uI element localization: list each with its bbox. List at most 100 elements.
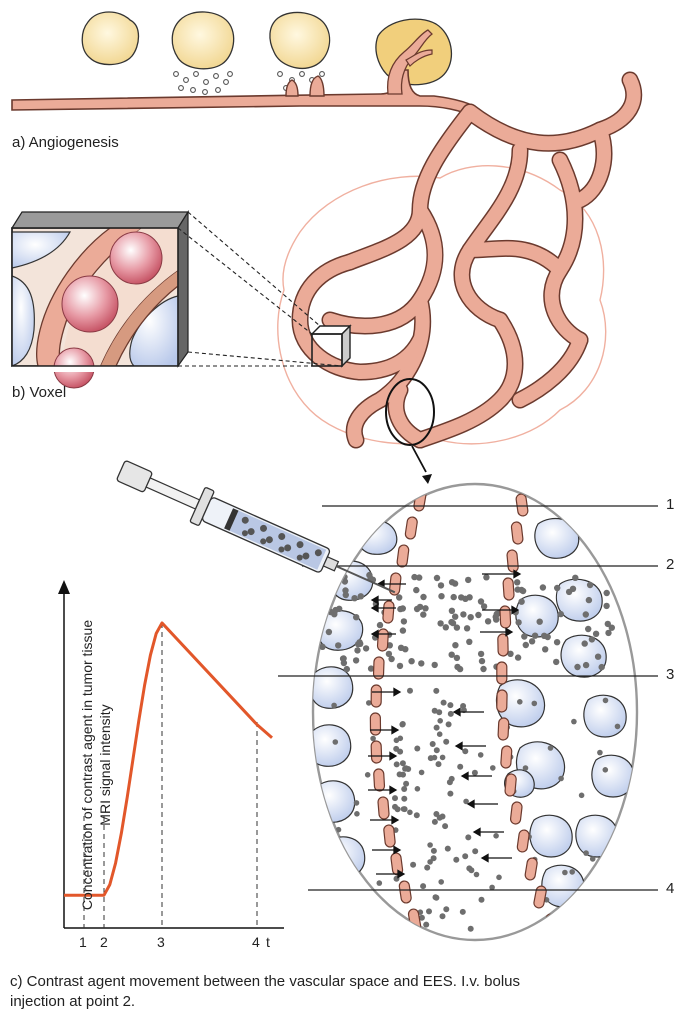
contrast-particle xyxy=(353,614,359,620)
contrast-particle xyxy=(358,593,364,599)
contrast-particle xyxy=(447,702,453,708)
contrast-particle xyxy=(457,666,463,672)
label-angiogenesis: a) Angiogenesis xyxy=(12,134,119,151)
point-label-1: 1 xyxy=(666,496,674,513)
vessel-wall-segment xyxy=(503,578,515,601)
contrast-particle xyxy=(408,658,414,664)
contrast-particle xyxy=(583,662,589,668)
contrast-particle xyxy=(430,741,436,747)
contrast-particle xyxy=(344,666,350,672)
contrast-particle xyxy=(490,765,496,771)
contrast-particle xyxy=(465,834,471,840)
y-label-line2: MRI signal intensity xyxy=(96,615,114,915)
contrast-particle xyxy=(441,700,447,706)
contrast-particle xyxy=(452,642,458,648)
contrast-particle xyxy=(449,608,455,614)
contrast-particle xyxy=(353,657,359,663)
contrast-particle xyxy=(582,640,588,646)
contrast-particle xyxy=(370,736,376,742)
contrast-particle xyxy=(394,761,400,767)
contrast-particle xyxy=(333,739,339,745)
contrast-particle xyxy=(377,622,383,628)
contrast-particle xyxy=(415,786,421,792)
contrast-particle xyxy=(452,614,458,620)
vessel-wall-segment xyxy=(371,741,382,763)
contrast-particle xyxy=(443,739,449,745)
contrast-particle xyxy=(434,575,440,581)
contrast-particle xyxy=(542,646,548,652)
vessel-wall-segment xyxy=(383,601,395,624)
vessel-wall-segment xyxy=(510,801,522,824)
contrast-particle xyxy=(569,869,575,875)
contrast-particle xyxy=(433,811,439,817)
contrast-particle xyxy=(485,618,491,624)
voxel-side-face xyxy=(178,212,188,366)
contrast-particle xyxy=(407,688,413,694)
contrast-particle xyxy=(400,627,406,633)
contrast-particle xyxy=(595,654,601,660)
contrast-particle xyxy=(432,755,438,761)
contrast-particle xyxy=(354,811,360,817)
contrast-particle xyxy=(479,897,485,903)
contrast-particle xyxy=(583,611,589,617)
contrast-particle xyxy=(420,611,426,617)
red-blood-cell xyxy=(110,232,162,284)
contrast-particle xyxy=(400,605,406,611)
contrast-particle xyxy=(460,909,466,915)
contrast-particle xyxy=(328,922,334,928)
contrast-particle xyxy=(446,721,452,727)
x-tick-2: 2 xyxy=(100,934,108,950)
contrast-particle xyxy=(462,748,468,754)
x-axis-variable: t xyxy=(266,934,270,950)
contrast-particle xyxy=(397,663,403,669)
contrast-particle xyxy=(515,586,521,592)
contrast-particle xyxy=(518,599,524,605)
contrast-particle xyxy=(583,850,589,856)
contrast-particle xyxy=(541,633,547,639)
contrast-particle xyxy=(603,698,609,704)
contrast-particle xyxy=(437,731,443,737)
vessel-wall-segment xyxy=(383,825,395,848)
contrast-particle xyxy=(438,879,444,885)
figure-caption: c) Contrast agent movement between the v… xyxy=(10,972,650,1012)
contrast-particle xyxy=(554,585,560,591)
point-label-4: 4 xyxy=(666,880,674,897)
contrast-particle xyxy=(517,699,523,705)
contrast-particle xyxy=(496,875,502,881)
contrast-particle xyxy=(340,878,346,884)
contrast-particle xyxy=(443,906,449,912)
vessel-wall-segment xyxy=(505,774,517,797)
growth-factor-dots xyxy=(174,72,325,95)
contrast-particle xyxy=(401,618,407,624)
contrast-particle xyxy=(397,749,403,755)
contrast-particle xyxy=(365,772,371,778)
contrast-particle xyxy=(401,796,407,802)
contrast-particle xyxy=(603,767,609,773)
caption-line-2: injection at point 2. xyxy=(10,992,650,1012)
contrast-particle xyxy=(436,709,442,715)
contrast-particle xyxy=(440,913,446,919)
contrast-particle xyxy=(608,903,614,909)
contrast-particle xyxy=(572,575,578,581)
contrast-particle xyxy=(514,579,520,585)
vessel-wall-segment xyxy=(507,550,519,573)
contrast-particle xyxy=(451,594,457,600)
contrast-particle xyxy=(354,800,360,806)
contrast-particle xyxy=(438,582,444,588)
contrast-particle xyxy=(420,594,426,600)
vessel-wall-segment xyxy=(498,718,509,740)
x-tick-3: 3 xyxy=(157,934,165,950)
contrast-particle xyxy=(436,761,442,767)
contrast-particle xyxy=(597,750,603,756)
vessel-wall-segment xyxy=(500,606,511,628)
contrast-particle xyxy=(422,605,428,611)
contrast-particle xyxy=(566,589,572,595)
contrast-particle xyxy=(449,776,455,782)
contrast-particle xyxy=(400,772,406,778)
contrast-particle xyxy=(532,633,538,639)
y-axis-arrow xyxy=(58,580,70,594)
vessel-wall-segment xyxy=(511,521,523,544)
contrast-particle xyxy=(589,636,595,642)
contrast-particle xyxy=(464,625,470,631)
contrast-particle xyxy=(442,823,448,829)
